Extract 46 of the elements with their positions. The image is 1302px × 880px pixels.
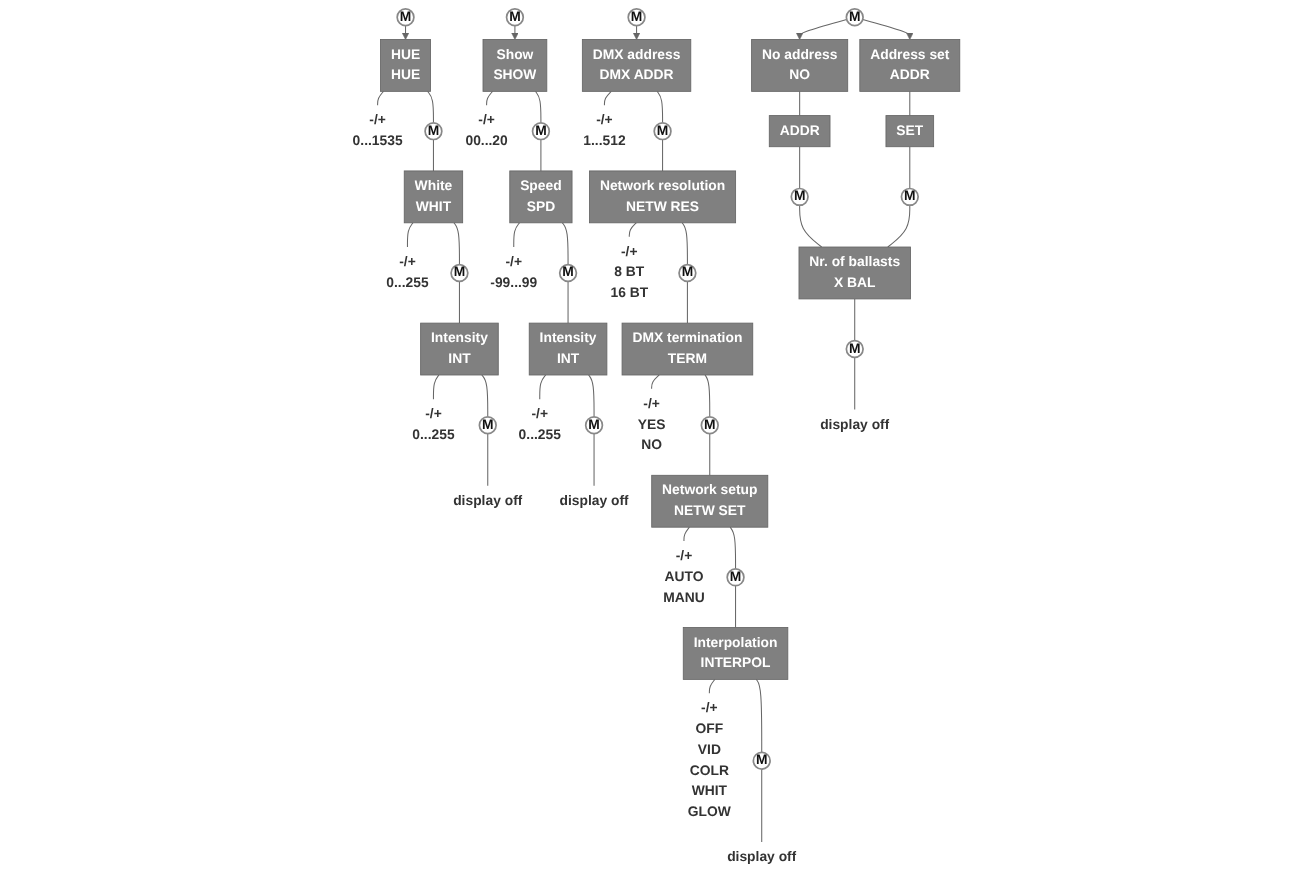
connector — [486, 90, 494, 106]
connector — [513, 222, 520, 248]
connector — [567, 280, 569, 324]
connector — [909, 90, 911, 117]
connector — [799, 146, 801, 190]
connector — [539, 374, 547, 400]
connector — [534, 90, 542, 124]
connector — [709, 433, 711, 476]
connector — [681, 222, 688, 266]
arrow — [632, 25, 641, 40]
connector — [588, 374, 595, 418]
connector — [683, 526, 690, 542]
connector — [686, 280, 688, 324]
connector — [377, 90, 384, 106]
connector — [561, 222, 569, 266]
connector — [593, 433, 595, 487]
connector — [603, 90, 612, 106]
connector — [854, 298, 856, 342]
arrow — [795, 19, 848, 40]
connector — [628, 222, 637, 238]
connector — [662, 139, 664, 172]
connector — [799, 90, 801, 117]
connector — [651, 374, 660, 390]
connector — [427, 90, 434, 124]
connector — [656, 90, 664, 124]
connector — [406, 222, 414, 248]
connector — [708, 678, 716, 694]
connector — [432, 139, 434, 172]
arrow — [511, 25, 519, 40]
connector — [755, 678, 763, 753]
connector — [481, 374, 489, 418]
connector — [453, 222, 460, 266]
connector — [729, 526, 737, 570]
connector — [854, 356, 856, 411]
connector — [799, 204, 823, 248]
connector — [761, 768, 763, 843]
arrow — [401, 25, 410, 40]
connector — [909, 146, 911, 190]
connector — [458, 280, 460, 324]
connector — [704, 374, 711, 418]
connector — [540, 139, 542, 172]
connector — [487, 433, 489, 487]
connector — [432, 374, 440, 400]
arrow — [862, 19, 914, 40]
connector — [735, 585, 737, 628]
connector — [887, 204, 911, 248]
